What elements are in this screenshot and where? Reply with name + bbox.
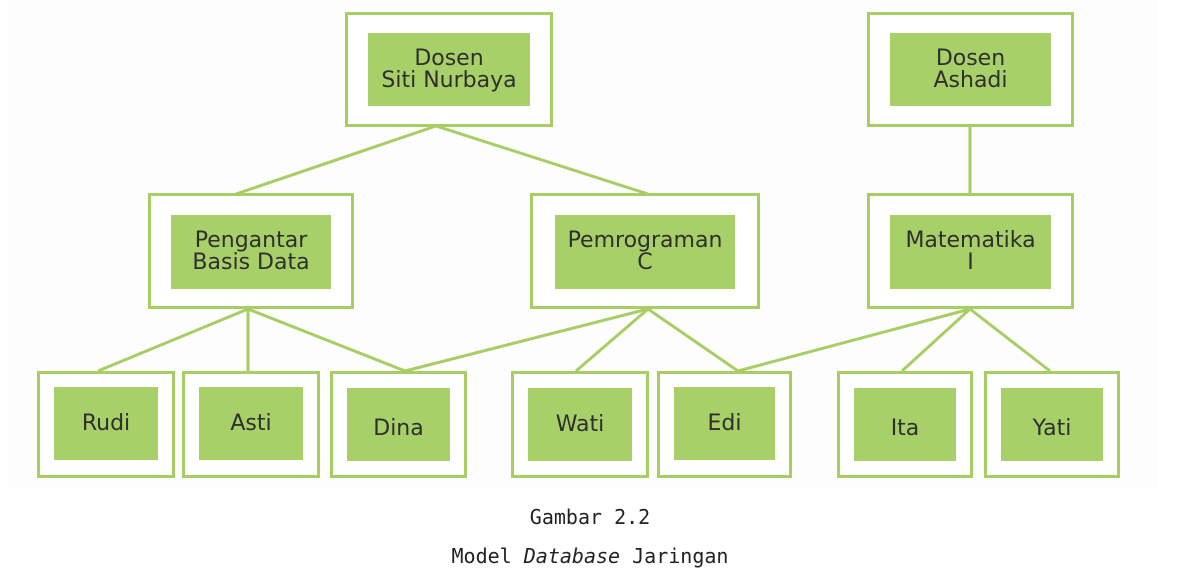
edge-pengantar-dina <box>247 307 406 373</box>
node-label-line1: Dosen <box>414 45 484 71</box>
node-ita: Ita <box>837 371 973 478</box>
node-dosen-siti-nurbaya: Dosen Siti Nurbaya <box>345 12 553 127</box>
edge-matematika-yati <box>969 307 1051 373</box>
node-label-line1: Pengantar <box>194 228 308 253</box>
node-wati: Wati <box>511 371 649 478</box>
node-pengantar-basis-data: Pengantar Basis Data <box>148 193 354 309</box>
node-label-line2: C <box>637 250 653 275</box>
edge-matematika-ita <box>900 307 972 373</box>
node-label-line2: Siti Nurbaya <box>381 67 517 93</box>
node-yati: Yati <box>984 371 1120 478</box>
node-pemrograman-c: Pemrograman C <box>530 193 760 309</box>
figure-caption-number: Gambar 2.2 <box>529 505 651 529</box>
node-label-line1: Dosen <box>935 45 1006 71</box>
node-label-line1: Matematika <box>905 228 1036 253</box>
node-rudi: Rudi <box>37 371 175 478</box>
node-label: Dina <box>373 415 424 441</box>
node-label-line2: Basis Data <box>192 250 310 275</box>
edge-pemrograman-dina <box>404 307 649 373</box>
caption-emphasis: Database <box>523 544 621 568</box>
node-dosen-ashadi: Dosen Ashadi <box>867 12 1074 127</box>
node-label: Edi <box>707 410 742 436</box>
node-label-line2: I <box>967 250 974 275</box>
node-matematika-i: Matematika I <box>867 193 1074 309</box>
node-label-line1: Pemrograman <box>567 228 723 253</box>
node-label: Ita <box>890 415 920 441</box>
node-label-line2: Ashadi <box>933 67 1008 93</box>
node-label: Yati <box>1032 415 1072 441</box>
edge-matematika-edi <box>737 307 971 373</box>
edge-pengantar-rudi <box>97 307 249 373</box>
node-dina: Dina <box>330 371 467 478</box>
node-asti: Asti <box>182 371 320 478</box>
edge-pemrograman-edi <box>647 307 739 373</box>
node-label: Rudi <box>81 410 131 436</box>
node-label: Asti <box>230 410 272 436</box>
caption-prefix: Model <box>451 544 524 568</box>
node-label: Wati <box>555 411 605 437</box>
edge-siti-pengantar <box>235 124 437 196</box>
caption-suffix: Jaringan <box>620 544 729 568</box>
edge-pemrograman-wati <box>575 307 649 373</box>
edge-siti-pemrograman <box>435 124 649 196</box>
node-edi: Edi <box>657 371 792 478</box>
figure-caption-title: Model Database Jaringan <box>0 544 1180 568</box>
